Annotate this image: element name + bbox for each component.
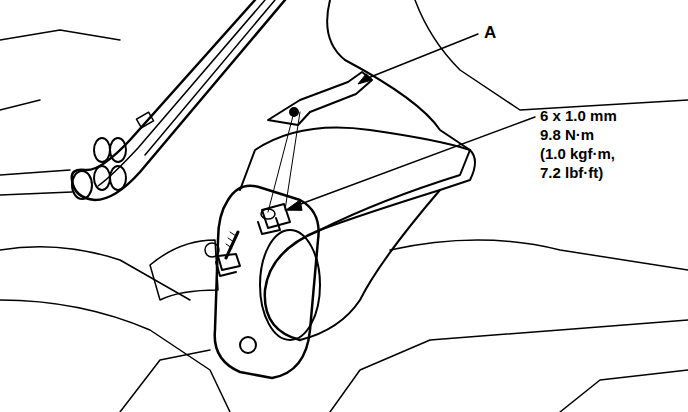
bolt-size: 6 x 1.0 mm — [540, 108, 617, 125]
torque-value: 7.2 lbf·ft) — [540, 165, 603, 182]
torque-value: 9.8 N·m — [540, 127, 594, 144]
torque-value: (1.0 kgf·m, — [540, 146, 615, 163]
part-letter: A — [484, 24, 496, 43]
